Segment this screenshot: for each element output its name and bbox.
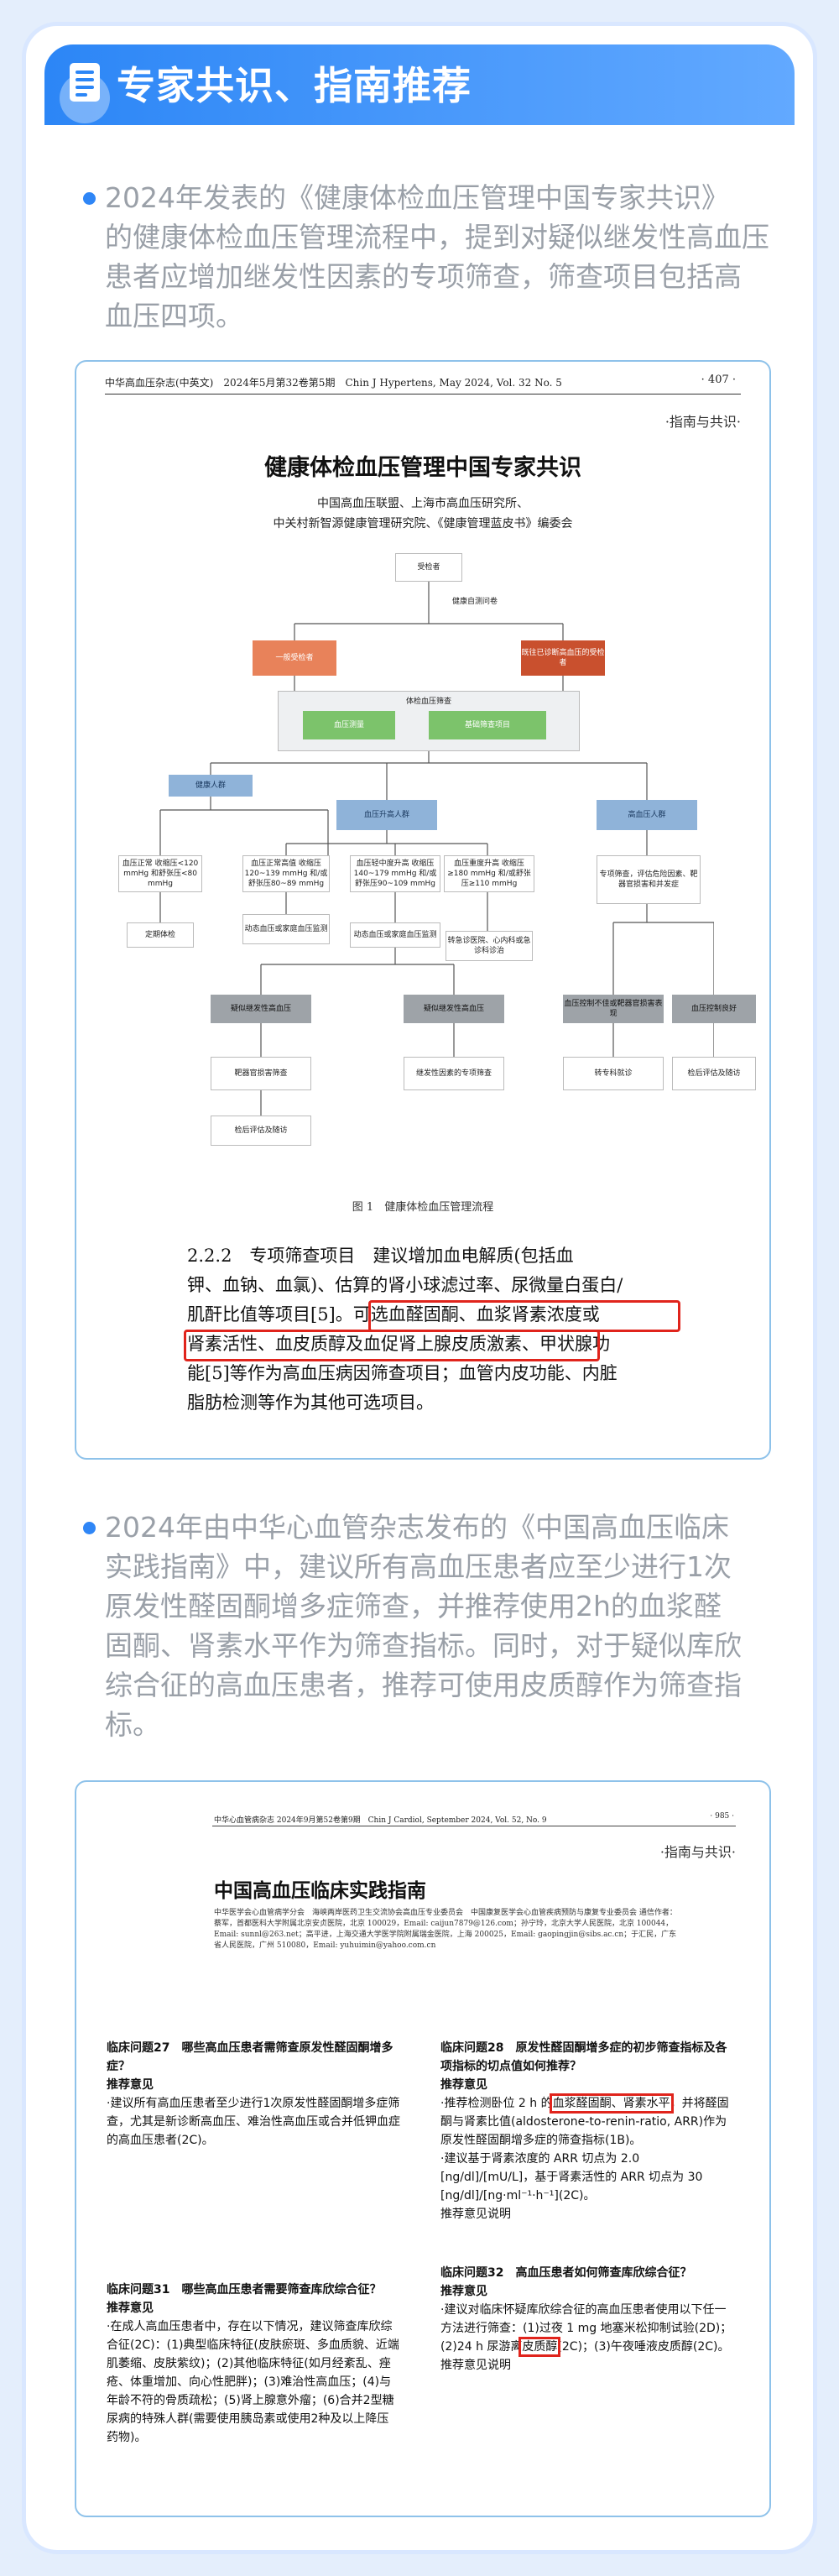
flow-node-uncontrolled: 血压控制不佳或靶器官损害表现 bbox=[563, 995, 664, 1023]
paragraph-line: 实践指南》中，建议所有高血压患者应至少进行1次 bbox=[105, 1550, 732, 1583]
question-27: 临床问题27 哪些高血压患者需筛查原发性醛固酮增多症？ 推荐意见 ·建议所有高血… bbox=[107, 2039, 400, 2150]
recommendation-label: 推荐意见 bbox=[107, 2078, 154, 2092]
guideline-excerpt-1: 中华高血压杂志(中英文) 2024年5月第32卷第5期 Chin J Hyper… bbox=[75, 360, 771, 1460]
flow-node-ambulatory-1: 动态血压或家庭血压监测 bbox=[242, 914, 330, 944]
excerpt-line: 能[5]等作为高血压病因筛查项目；血管内皮功能、内脏 bbox=[187, 1363, 618, 1383]
highlighted-term: 血浆醛固酮、肾素水平 bbox=[549, 2093, 674, 2114]
excerpt-line: 脂肪检测等作为其他可选项目。 bbox=[187, 1393, 434, 1413]
page-number: · 985 · bbox=[710, 1812, 734, 1821]
authors-line: 中国高血压联盟、上海市高血压研究所、 bbox=[317, 497, 529, 510]
flow-node-mid-high: 血压轻中度升高 收缩压140~179 mmHg 和/或舒张压90~109 mmH… bbox=[350, 855, 440, 892]
paragraph-line: 标。 bbox=[105, 1708, 160, 1741]
recommendation-text: ·推荐检测卧位 2 h 的血浆醛固酮、肾素水平，并将醛固酮与肾素比值(aldos… bbox=[440, 2093, 734, 2150]
excerpt-line: 钾、血钠、血氯)、估算的肾小球滤过率、尿微量白蛋白/ bbox=[187, 1275, 623, 1295]
flow-node-healthy: 健康人群 bbox=[169, 775, 253, 797]
flow-node-regular-check: 定期体检 bbox=[127, 922, 194, 948]
highlight-box bbox=[184, 1330, 600, 1361]
flow-node-sus-secondary: 疑似继发性高血压 bbox=[211, 995, 311, 1023]
paragraph-line: 原发性醛固酮增多症筛查，并推荐使用2h的血浆醛 bbox=[105, 1590, 722, 1622]
flow-node-follow-up: 检后评估及随访 bbox=[672, 1057, 756, 1090]
question-title: 临床问题31 哪些高血压患者需要筛查库欣综合征？ bbox=[107, 2283, 382, 2296]
recommendation-note: 推荐意见说明 bbox=[440, 2359, 511, 2372]
document-list-icon bbox=[70, 63, 100, 102]
flow-node-emergency: 转急诊医院、心内科或急诊科诊治 bbox=[446, 931, 533, 961]
flow-node-high-risk: 血压升高人群 bbox=[336, 800, 437, 830]
paragraph-line: 血压四项。 bbox=[105, 300, 243, 332]
excerpt-text: 2.2.2 专项筛查项目 建议增加血电解质(包括血 钾、血钠、血氯)、估算的肾小… bbox=[187, 1241, 674, 1418]
flow-label-questionnaire: 健康自测问卷 bbox=[451, 598, 498, 606]
recommendation-note: 推荐意见说明 bbox=[440, 2208, 511, 2221]
question-title: 临床问题27 哪些高血压患者需筛查原发性醛固酮增多症？ bbox=[107, 2041, 393, 2073]
question-title: 临床问题32 高血压患者如何筛查库欣综合征？ bbox=[440, 2266, 692, 2280]
recommendation-text: ·建议对临床怀疑库欣综合征的高血压患者使用以下任一方法进行筛查：(1)过夜 1 … bbox=[440, 2301, 734, 2357]
page-number: · 407 · bbox=[701, 374, 736, 386]
flow-node-assess: 专项筛查，评估危险因素、靶器官损害和并发症 bbox=[597, 855, 701, 904]
flow-node-general: 一般受检者 bbox=[253, 640, 336, 676]
flow-node-ambulatory-2: 动态血压或家庭血压监测 bbox=[350, 922, 440, 948]
figure-caption: 图 1 健康体检血压管理流程 bbox=[352, 1201, 494, 1214]
text-segment: (2C)；(3)午夜唾液皮质醇(2C)。 bbox=[557, 2340, 730, 2354]
document-title: 健康体检血压管理中国专家共识 bbox=[264, 455, 581, 481]
flow-node-known-htn: 既往已诊断高血压的受检者 bbox=[521, 640, 605, 676]
paragraph-line: 2024年由中华心血管杂志发布的《中国高血压临床 bbox=[105, 1511, 729, 1544]
paragraph-line: 2024年发表的《健康体检血压管理中国专家共识》 bbox=[105, 181, 729, 214]
journal-header: 中华高血压杂志(中英文) 2024年5月第32卷第5期 Chin J Hyper… bbox=[105, 377, 562, 389]
section-title: 专家共识、指南推荐 bbox=[117, 63, 472, 108]
excerpt-line: 肌酐比值等项目[5]。可选血醛固酮、血浆肾素浓度或 bbox=[187, 1304, 600, 1325]
author-correspondence: 中华医学会心血管病学分会 海峡两岸医药卫生交流协会高血压专业委员会 中国康复医学… bbox=[214, 1909, 677, 1950]
paragraph-1: 2024年发表的《健康体检血压管理中国专家共识》 的健康体检血压管理流程中，提到… bbox=[105, 178, 810, 336]
highlight-box bbox=[368, 1300, 680, 1332]
recommendation-text: ·建议基于肾素浓度的 ARR 切点为 2.0 [ng/dl]/[mU/L]，基于… bbox=[440, 2152, 703, 2202]
text-segment: ·推荐检测卧位 2 h 的 bbox=[440, 2097, 553, 2110]
flow-node-bp-measure: 血压测量 bbox=[303, 711, 395, 739]
flow-node-bp-screen-label: 体检血压筛查 bbox=[405, 698, 451, 706]
text-segment: ·建议对临床怀疑库欣综合征的高血压患者使用以下任一方法进行筛查：(1)过夜 1 … bbox=[440, 2303, 732, 2354]
highlighted-term: 皮质醇 bbox=[519, 2337, 561, 2357]
bullet-dot bbox=[83, 192, 96, 205]
recommendation-text: ·建议所有高血压患者至少进行1次原发性醛固酮增多症筛查，尤其是新诊断高血压、难治… bbox=[107, 2097, 400, 2147]
paragraph-2: 2024年由中华心血管杂志发布的《中国高血压临床 实践指南》中，建议所有高血压患… bbox=[105, 1507, 810, 1744]
flow-node-normal-bp: 血压正常 收缩压<120 mmHg 和舒张压<80 mmHg bbox=[118, 855, 202, 892]
authors-line: 中关村新智源健康管理研究院、《健康管理蓝皮书》编委会 bbox=[273, 517, 573, 530]
question-title: 临床问题28 原发性醛固酮增多症的初步筛查指标及各项指标的切点值如何推荐？ bbox=[440, 2041, 727, 2073]
flow-node-controlled: 血压控制良好 bbox=[672, 995, 756, 1023]
section-tag: ·指南与共识· bbox=[664, 414, 741, 430]
section-header: 专家共识、指南推荐 bbox=[44, 44, 795, 125]
paragraph-line: 的健康体检血压管理流程中，提到对疑似继发性高血压 bbox=[105, 221, 769, 253]
guideline-excerpt-2: 中华心血管病杂志 2024年9月第52卷第9期 Chin J Cardiol, … bbox=[75, 1780, 771, 2517]
question-31: 临床问题31 哪些高血压患者需要筛查库欣综合征？ 推荐意见 ·在成人高血压患者中… bbox=[107, 2281, 400, 2447]
paragraph-line: 固酮、肾素水平作为筛查指标。同时，对于疑似库欣 bbox=[105, 1629, 742, 1662]
flow-node-high-normal: 血压正常高值 收缩压120~139 mmHg 和/或舒张压80~89 mmHg bbox=[242, 855, 330, 892]
recommendation-label: 推荐意见 bbox=[440, 2078, 487, 2092]
content-card: 专家共识、指南推荐 2024年发表的《健康体检血压管理中国专家共识》 的健康体检… bbox=[22, 22, 817, 2554]
flow-node-basic-exam: 基础筛查项目 bbox=[429, 711, 546, 739]
flow-node-follow-up-2: 检后评估及随访 bbox=[211, 1116, 311, 1146]
flow-node-sus-secondary-2: 疑似继发性高血压 bbox=[404, 995, 504, 1023]
question-28: 临床问题28 原发性醛固酮增多症的初步筛查指标及各项指标的切点值如何推荐？ 推荐… bbox=[440, 2039, 734, 2223]
recommendation-label: 推荐意见 bbox=[440, 2285, 487, 2298]
flow-node-severe-high: 血压重度升高 收缩压≥180 mmHg 和/或舒张压≥110 mmHg bbox=[444, 855, 534, 892]
flow-node-special-screen: 继发性因素的专项筛查 bbox=[404, 1057, 504, 1090]
journal-header: 中华心血管病杂志 2024年9月第52卷第9期 Chin J Cardiol, … bbox=[214, 1816, 547, 1825]
text-segment: ，并将醛固酮与肾素比值(aldosterone-to-renin-ratio, … bbox=[440, 2097, 729, 2147]
question-32: 临床问题32 高血压患者如何筛查库欣综合征？ 推荐意见 ·建议对临床怀疑库欣综合… bbox=[440, 2264, 734, 2375]
section-tag: ·指南与共识· bbox=[659, 1844, 736, 1860]
recommendation-text: ·在成人高血压患者中，存在以下情况，建议筛查库欣综合征(2C)：(1)典型临床特… bbox=[107, 2320, 399, 2444]
excerpt-line: 肾素活性、血皮质醇及血促肾上腺皮质激素、甲状腺功 bbox=[187, 1334, 610, 1354]
document-title: 中国高血压临床实践指南 bbox=[214, 1879, 426, 1902]
flow-node-examinee: 受检者 bbox=[395, 553, 462, 582]
flowchart-connectors bbox=[159, 582, 714, 1116]
flow-node-referral: 转专科就诊 bbox=[563, 1057, 664, 1090]
recommendation-label: 推荐意见 bbox=[107, 2302, 154, 2315]
flowchart: 受检者 健康自测问卷 一般受检者 既往已诊断高血压的受检者 体检血压筛查 血压测… bbox=[118, 553, 756, 1191]
paragraph-line: 综合征的高血压患者，推荐可使用皮质醇作为筛查指 bbox=[105, 1669, 742, 1701]
bullet-dot bbox=[83, 1522, 96, 1534]
flow-node-target-organ: 靶器官损害筛查 bbox=[211, 1057, 311, 1090]
excerpt-line: 2.2.2 专项筛查项目 建议增加血电解质(包括血 bbox=[187, 1246, 574, 1266]
paragraph-line: 患者应增加继发性因素的专项筛查，筛查项目包括高 bbox=[105, 260, 742, 293]
flow-node-htn: 高血压人群 bbox=[597, 800, 697, 830]
